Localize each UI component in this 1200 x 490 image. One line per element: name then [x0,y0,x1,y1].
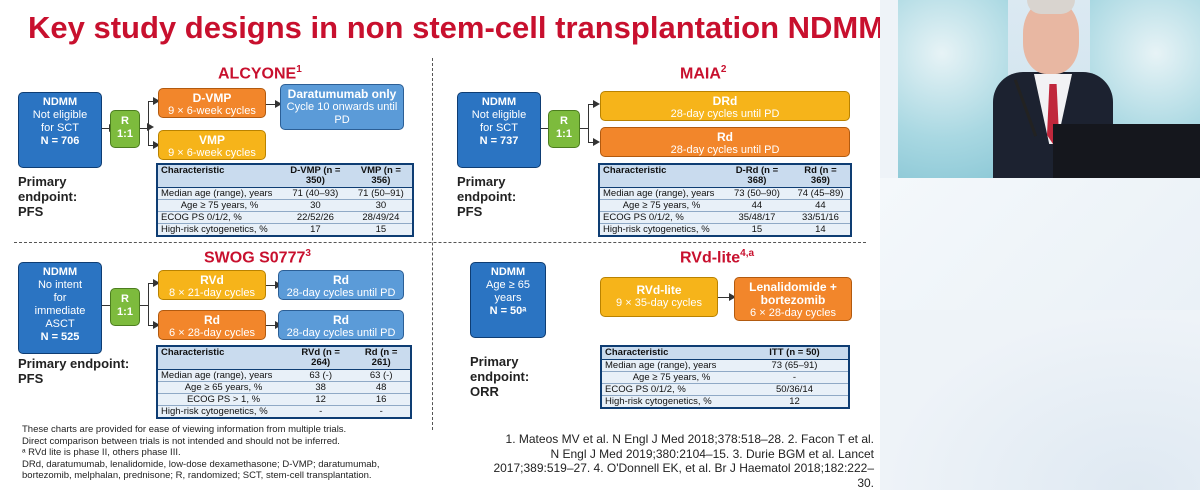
maia-branch [588,104,589,142]
swog-branch [148,283,149,325]
table-row: Age ≥ 75 years, %- [601,371,849,384]
maia-title: MAIA2 [680,64,727,83]
swog-ndmm-box: NDMM No intent for immediate ASCT N = 52… [18,262,102,354]
rvdlite-title: RVd-lite4,a [680,248,755,267]
table-row: ECOG PS 0/1/2, %50/36/14 [601,383,849,396]
slide-title: Key study designs in non stem-cell trans… [28,10,880,45]
horizontal-divider [14,242,866,243]
references: 1. Mateos MV et al. N Engl J Med 2018;37… [493,432,874,490]
swog-primary-endpoint: Primary endpoint:PFS [18,356,130,386]
vertical-divider [432,58,433,430]
speaker-video-feed [898,0,1200,178]
alcyone-arrow-to-r [102,124,116,132]
maia-ndmm-box: NDMM Not eligible for SCT N = 737 [457,92,541,168]
alcyone-ndmm-box: NDMM Not eligible for SCT N = 706 [18,92,102,168]
background-panel [880,178,1200,490]
table-row: High-risk cytogenetics, %-- [157,405,411,418]
slide: Key study designs in non stem-cell trans… [0,0,880,490]
podium [1053,124,1200,178]
alcyone-title: ALCYONE1 [218,64,302,83]
rvdlite-ndmm-box: NDMM Age ≥ 65 years N = 50ᵃ [470,262,546,338]
footnotes: These charts are provided for ease of vi… [22,424,380,481]
table-row: High-risk cytogenetics, %12 [601,395,849,408]
swog-title: SWOG S07773 [204,248,311,267]
